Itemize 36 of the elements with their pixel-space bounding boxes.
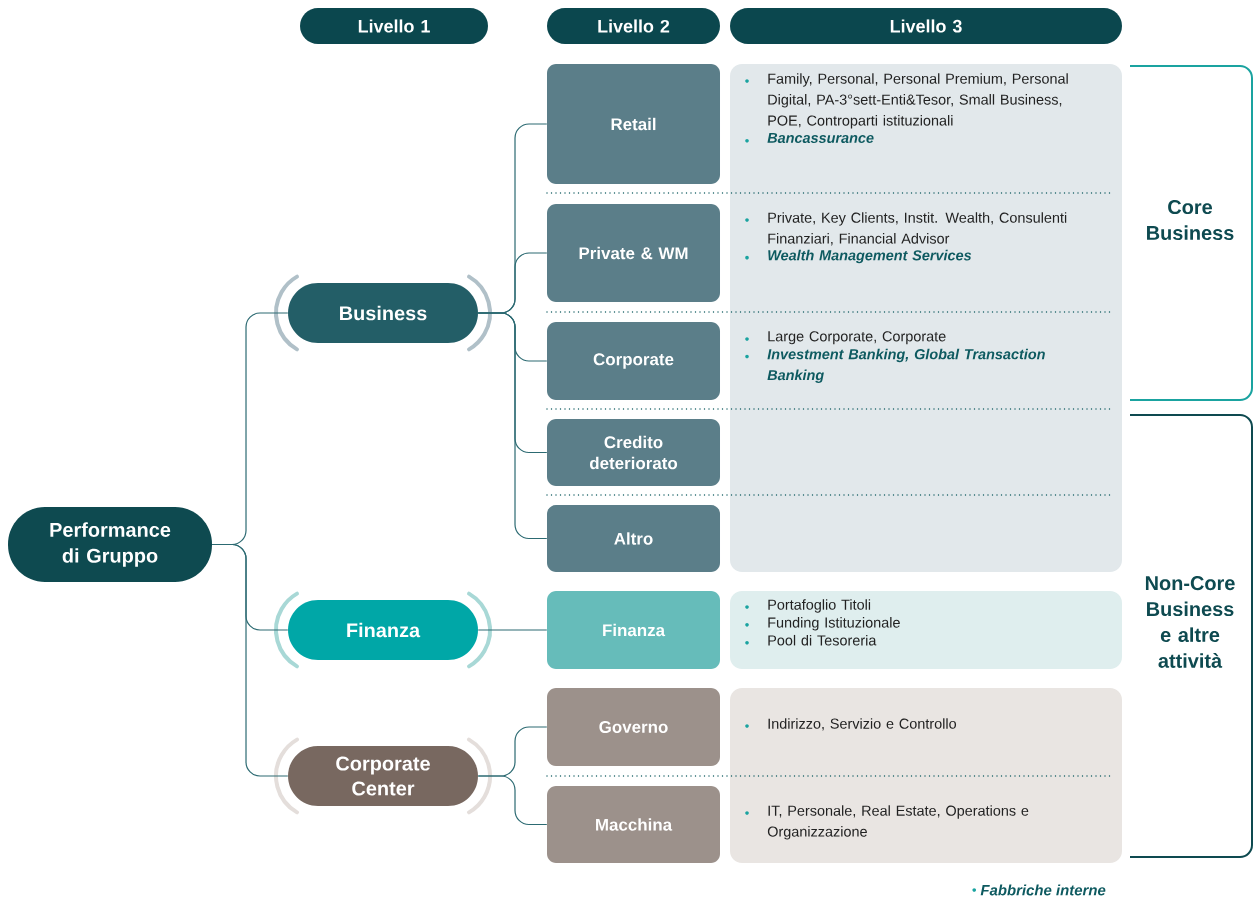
- bullet-item: IT, Personale, Real Estate, Operations e Organizzazione: [745, 805, 1029, 840]
- category-pill: Corporate Center: [274, 737, 492, 815]
- segment-box: Macchina: [547, 786, 720, 863]
- segment-box: Altro: [547, 505, 720, 572]
- segment-box: Retail: [547, 64, 720, 184]
- segment-box: Governo: [547, 688, 720, 766]
- legend-item: Fabbriche interne: [972, 884, 1106, 896]
- level-header: Livello 3: [730, 8, 1122, 44]
- connector-line: [477, 312, 548, 540]
- connector-line: [477, 775, 548, 826]
- bracket-label: Core Business: [1147, 200, 1234, 240]
- bracket-label: Non-Core Business e altre attività: [1145, 576, 1235, 668]
- connector-line: [211, 543, 289, 777]
- bullet-item: Wealth Management Services: [745, 249, 972, 264]
- segment-box: Finanza: [547, 591, 720, 669]
- bullet-item: Funding Istituzionale: [745, 617, 900, 631]
- bullet-item: Family, Personal, Personal Premium, Personal Digital, PA-3°sett-Enti&Tesor, Small Business, POE, Controparti istituzionali: [745, 73, 1068, 129]
- segment-box: Credito deteriorato: [547, 419, 720, 486]
- category-pill: Finanza: [274, 591, 492, 669]
- list-panel: [730, 64, 1122, 572]
- segment-box: Corporate: [547, 322, 720, 400]
- bullet-item: Private, Key Clients, Instit. Wealth, Consulenti Finanziari, Financial Advisor: [745, 212, 1067, 246]
- list-panel: [730, 591, 1122, 669]
- connector-line: [477, 629, 548, 631]
- category-pill: Business: [274, 274, 492, 352]
- bullet-item: Investment Banking, Global Transaction Banking: [745, 348, 1045, 384]
- list-panel: [730, 688, 1122, 863]
- bullet-item: Pool di Tesoreria: [745, 634, 877, 646]
- level-header: Livello 2: [547, 8, 720, 44]
- bullet-item: Indirizzo, Servizio e Controllo: [745, 718, 957, 731]
- segment-box: Private & WM: [547, 204, 720, 302]
- bullet-item: Portafoglio Titoli: [745, 599, 871, 613]
- bullet-item: Bancassurance: [745, 132, 874, 143]
- bullet-item: Large Corporate, Corporate: [745, 331, 946, 345]
- root-box: Performance di Gruppo: [8, 507, 212, 582]
- level-header: Livello 1: [300, 8, 488, 44]
